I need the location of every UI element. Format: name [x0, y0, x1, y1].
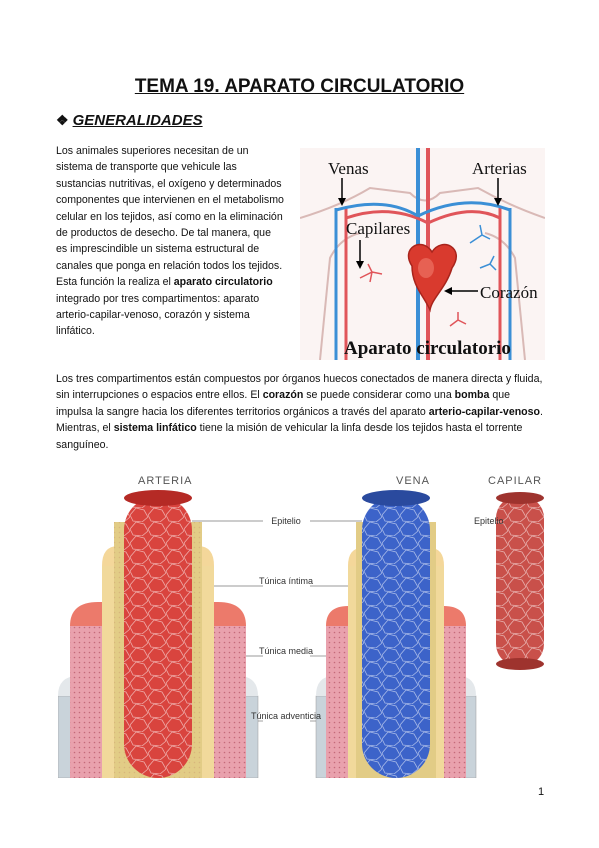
vessel-layers-figure: ARTERIA VENA CAPILAR — [58, 475, 544, 778]
para2-bold-linfatico: sistema linfático — [113, 422, 197, 435]
vein-diagram — [315, 490, 477, 778]
compartments-paragraph: Los tres compartimentos están compuestos… — [56, 371, 544, 453]
intro-paragraph: Los animales superiores necesitan de un … — [56, 143, 284, 340]
label-tunica-media: Túnica media — [259, 646, 313, 656]
label-venas: Venas — [328, 159, 369, 178]
section-heading-text: GENERALIDADES — [72, 112, 203, 129]
circulatory-system-figure: Venas Arterias Capilares Corazón Aparato… — [300, 148, 545, 360]
intro-bold-aparato: aparato circulatorio — [173, 276, 273, 289]
para2-text-5: tiene la misión de vehicular la linfa de… — [56, 422, 523, 451]
para2-text-1: Los tres compartimentos están compuestos… — [56, 373, 543, 402]
label-epitelio: Epitelio — [271, 516, 301, 526]
header-arteria: ARTERIA — [138, 475, 192, 487]
section-heading: ❖GENERALIDADES — [56, 112, 203, 129]
label-epitelio-capilar: Epitelio — [474, 516, 504, 526]
para2-bold-bomba: bomba — [454, 389, 490, 402]
page-title: TEMA 19. APARATO CIRCULATORIO — [134, 76, 465, 97]
para2-text-3: que impulsa la sangre hacia los diferent… — [56, 389, 511, 418]
header-capilar: CAPILAR — [488, 475, 542, 487]
header-vena: VENA — [396, 475, 430, 487]
intro-text-2: integrado por tres compartimentos: apara… — [56, 292, 260, 338]
artery-diagram — [58, 490, 259, 778]
para2-text-4: . Mientras, el — [56, 405, 543, 435]
label-corazon: Corazón — [480, 283, 538, 302]
capillary-diagram — [496, 492, 544, 670]
para2-text-2: se puede considerar como una — [303, 389, 455, 402]
label-arterias: Arterias — [472, 159, 527, 178]
diamond-bullet-icon: ❖ — [56, 112, 69, 128]
page-number: 1 — [538, 786, 545, 798]
figure-caption: Aparato circulatorio — [344, 338, 511, 359]
para2-bold-arterio: arterio-capilar-venoso — [428, 405, 541, 418]
intro-text-1: Los animales superiores necesitan de un … — [56, 145, 284, 289]
label-capilares: Capilares — [346, 219, 410, 238]
para2-bold-corazon: corazón — [262, 389, 304, 402]
label-tunica-intima: Túnica íntima — [259, 576, 313, 586]
label-tunica-adventicia: Túnica adventicia — [251, 711, 321, 721]
